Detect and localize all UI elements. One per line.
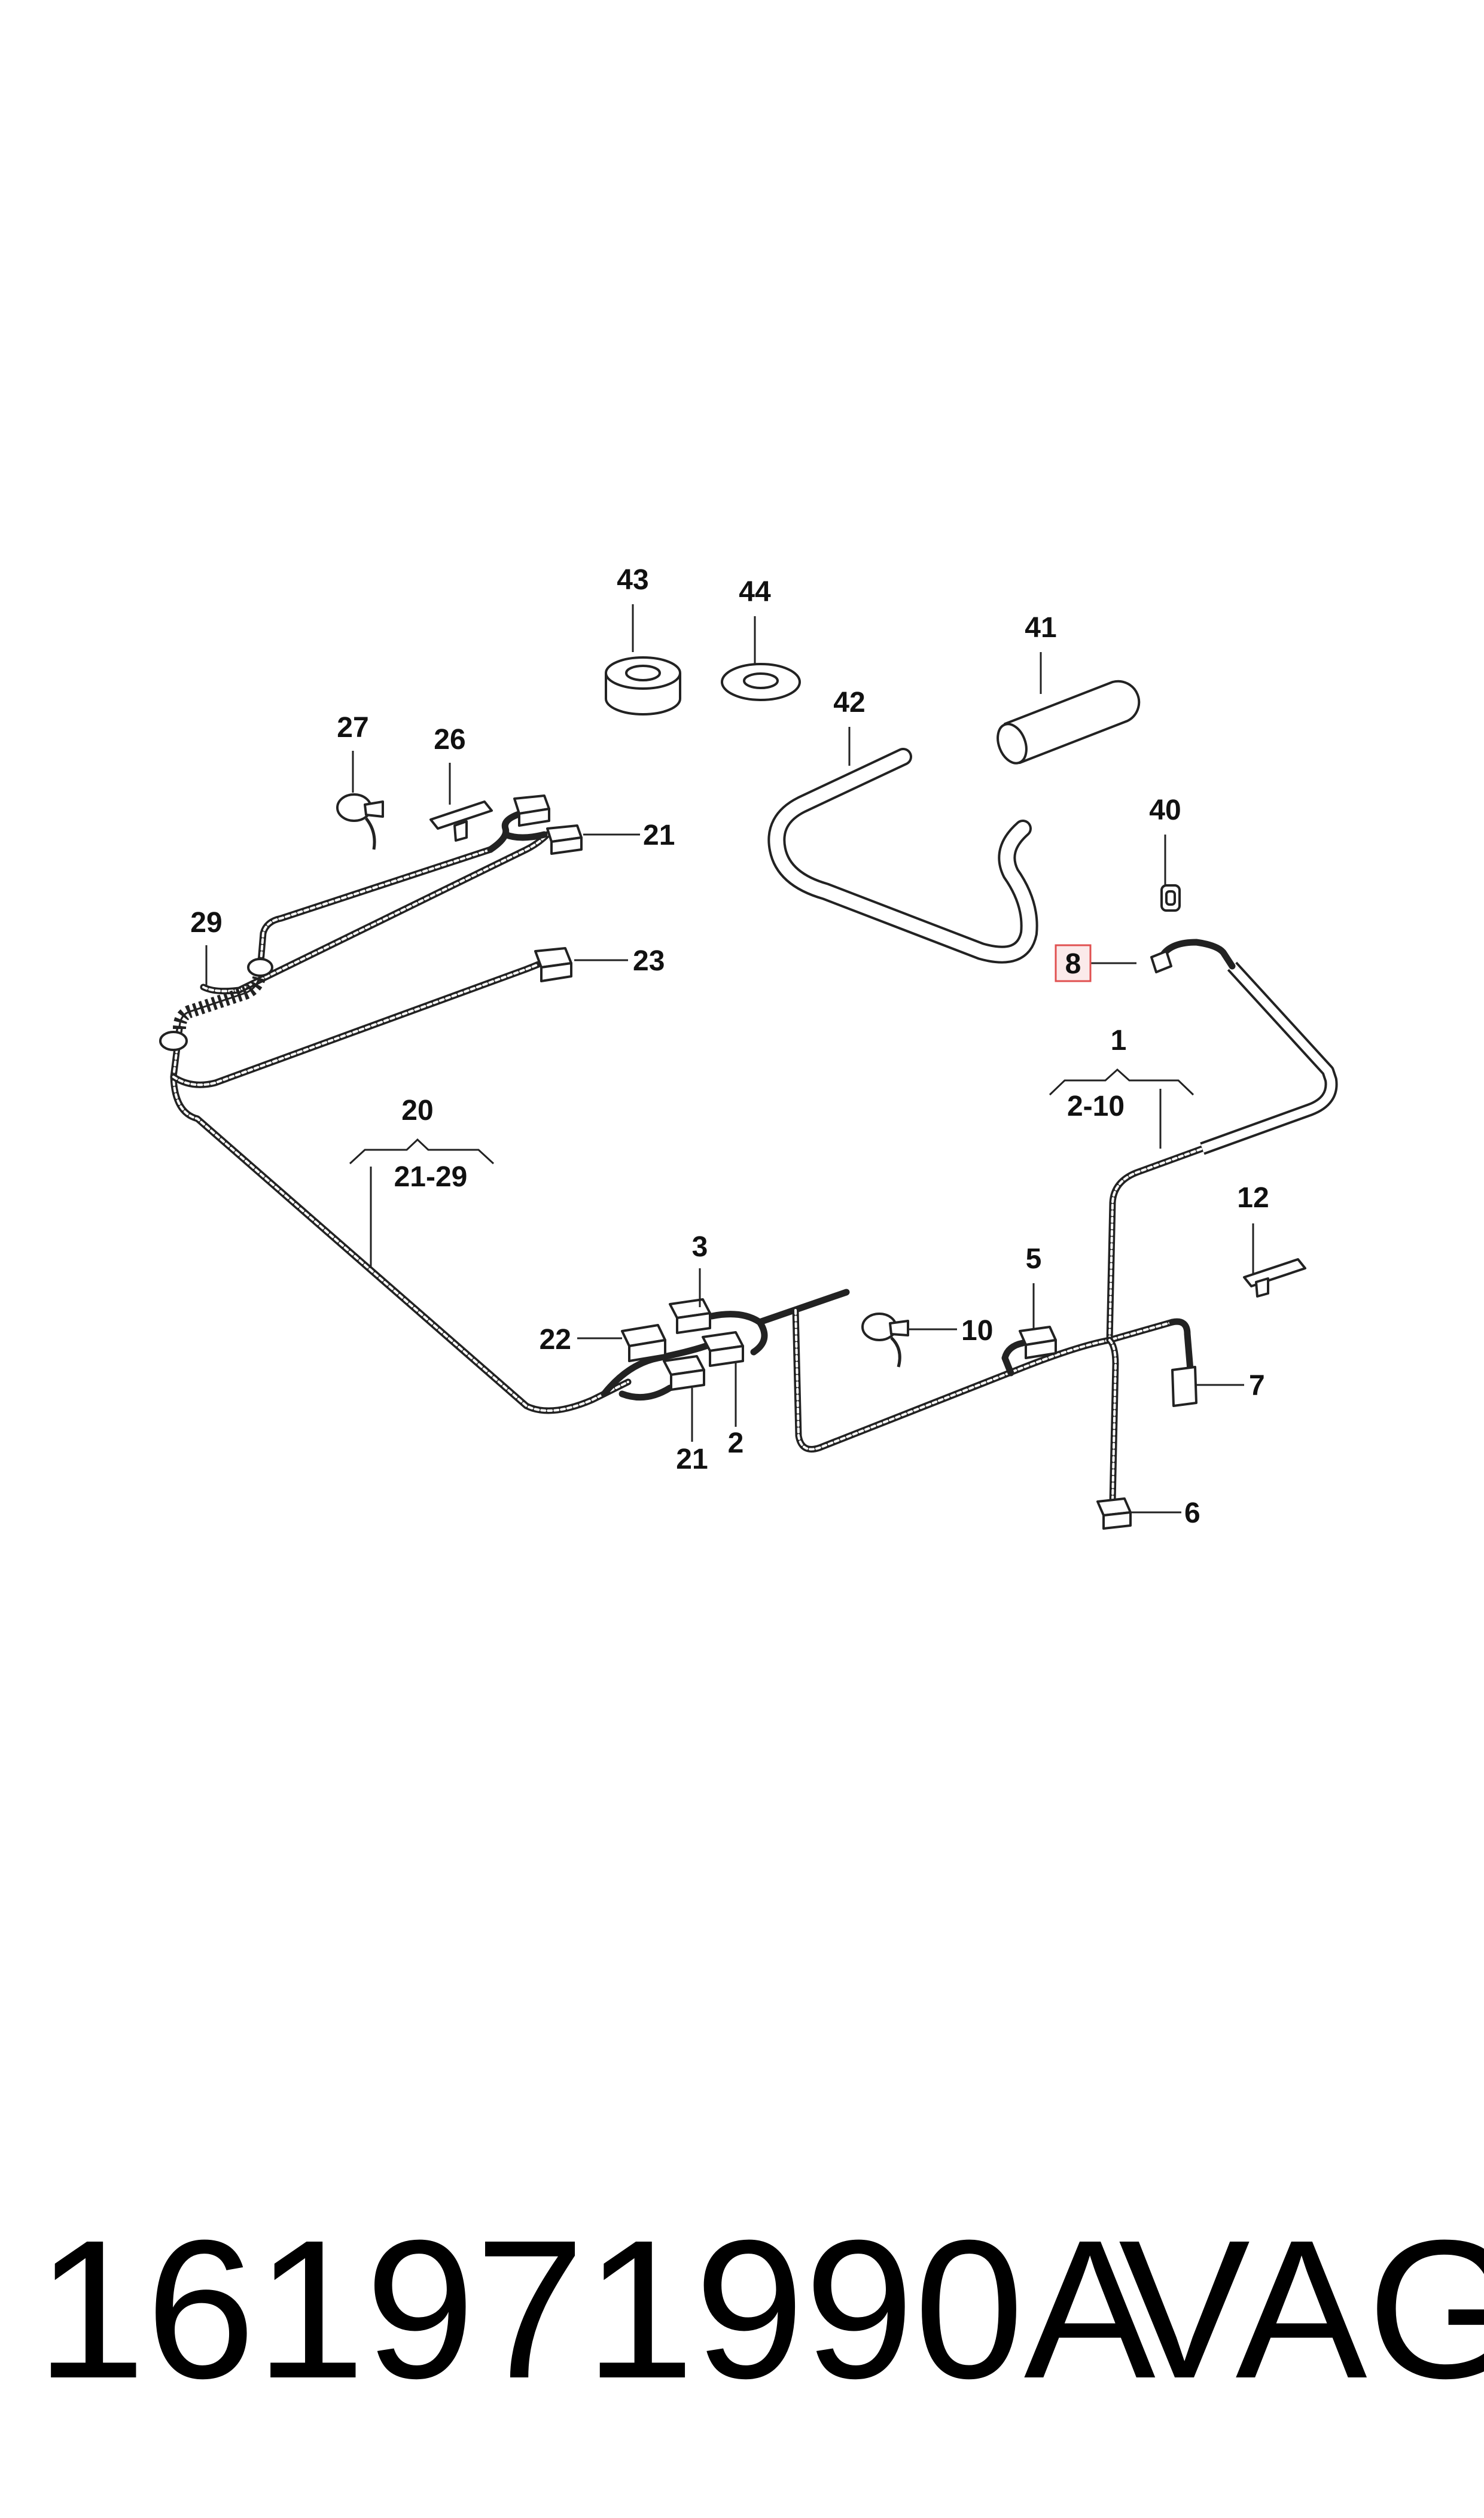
callout-43: 43	[617, 564, 648, 596]
callout-26: 26	[434, 724, 465, 756]
callout-6: 6	[1184, 1497, 1200, 1529]
callout-21-bottom: 21	[676, 1444, 708, 1475]
callout-1-range: 2-10	[1067, 1091, 1125, 1122]
callout-20: 20	[401, 1095, 433, 1126]
washer-44	[721, 663, 801, 701]
clip-40	[1160, 884, 1181, 912]
clip-10	[861, 1313, 909, 1368]
callout-20-range: 21-29	[394, 1161, 468, 1193]
group-bracket-20	[349, 1138, 495, 1165]
callout-5: 5	[1026, 1243, 1042, 1275]
callout-44: 44	[739, 576, 771, 608]
sleeve-41	[997, 680, 1141, 765]
callout-7: 7	[1249, 1370, 1265, 1402]
callout-41: 41	[1025, 612, 1056, 644]
callout-29: 29	[190, 907, 222, 939]
clip-27	[336, 793, 384, 850]
part-number: 161971990A	[36, 2199, 1156, 2419]
brand-name: VAG	[1119, 2199, 1484, 2419]
callout-22: 22	[540, 1324, 571, 1356]
callout-8: 8	[1065, 948, 1081, 980]
callout-1: 1	[1111, 1025, 1127, 1056]
callout-27: 27	[337, 712, 368, 744]
callout-10: 10	[961, 1315, 993, 1347]
callout-40: 40	[1149, 794, 1181, 826]
hose-42	[767, 748, 1038, 964]
callout-12: 12	[1237, 1182, 1269, 1214]
highlight-box-8	[1055, 944, 1092, 982]
callout-23: 23	[633, 945, 665, 977]
tape-clip-26	[429, 800, 493, 842]
callout-3: 3	[692, 1231, 708, 1263]
leader-lines	[205, 604, 1254, 1514]
callout-2: 2	[728, 1427, 744, 1459]
callout-21-top: 21	[643, 820, 675, 851]
callout-42: 42	[833, 687, 865, 718]
group-bracket-1	[1049, 1068, 1194, 1096]
grommet-43	[605, 656, 681, 715]
wiring-harness-20	[159, 794, 768, 1414]
tape-clip-12	[1243, 1258, 1306, 1298]
wiring-harness-1	[756, 939, 1338, 1530]
